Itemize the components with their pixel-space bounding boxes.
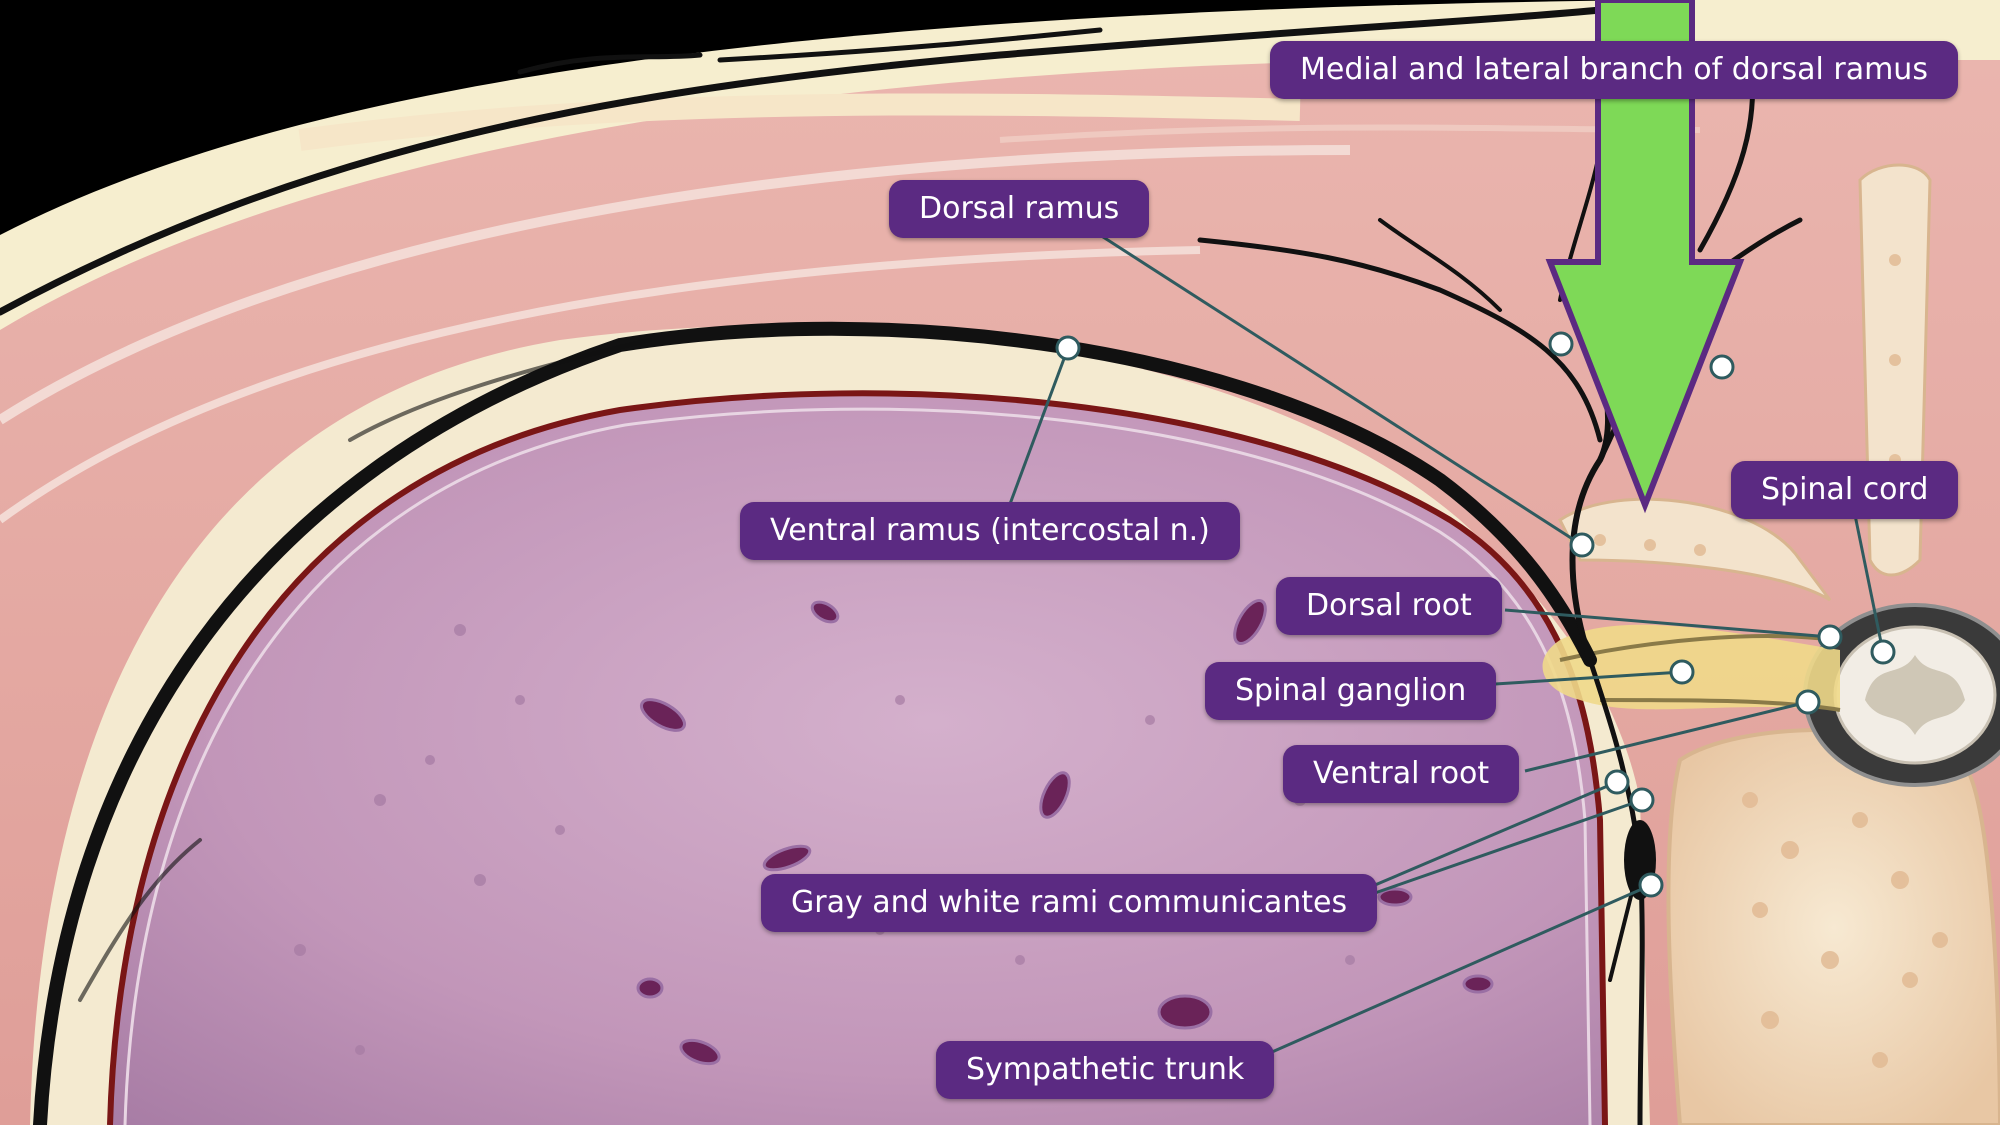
pointer-dots [1055,331,1896,898]
label-sympathetic-trunk: Sympathetic trunk [936,1041,1275,1099]
label-rami-communicantes: Gray and white rami communicantes [761,874,1378,932]
label-dorsal-root: Dorsal root [1276,577,1502,635]
label-ventral-root: Ventral root [1283,745,1520,803]
lung-vessels [636,599,1494,1066]
muscle-fascia-2 [0,246,1201,524]
leader-lines [1008,233,1885,1054]
vertebral-body [1666,728,2000,1125]
gray-matter [1865,655,1965,735]
muscle-fascia-1 [0,145,1351,425]
muscle-fascia-3 [298,93,1301,151]
label-ventral-ramus: Ventral ramus (intercostal n.) [740,502,1240,560]
pleura [107,390,1608,1125]
dorsal-root-line [1559,634,1836,662]
lung [110,393,1605,1125]
bone-trabeculae [1594,254,1948,1068]
label-medial-lateral-branch: Medial and lateral branch of dorsal ramu… [1270,41,1958,99]
label-dorsal-ramus: Dorsal ramus [889,180,1150,238]
label-spinal-cord: Spinal cord [1731,461,1959,519]
nerves [0,6,1803,1125]
label-spinal-ganglion: Spinal ganglion [1205,662,1497,720]
